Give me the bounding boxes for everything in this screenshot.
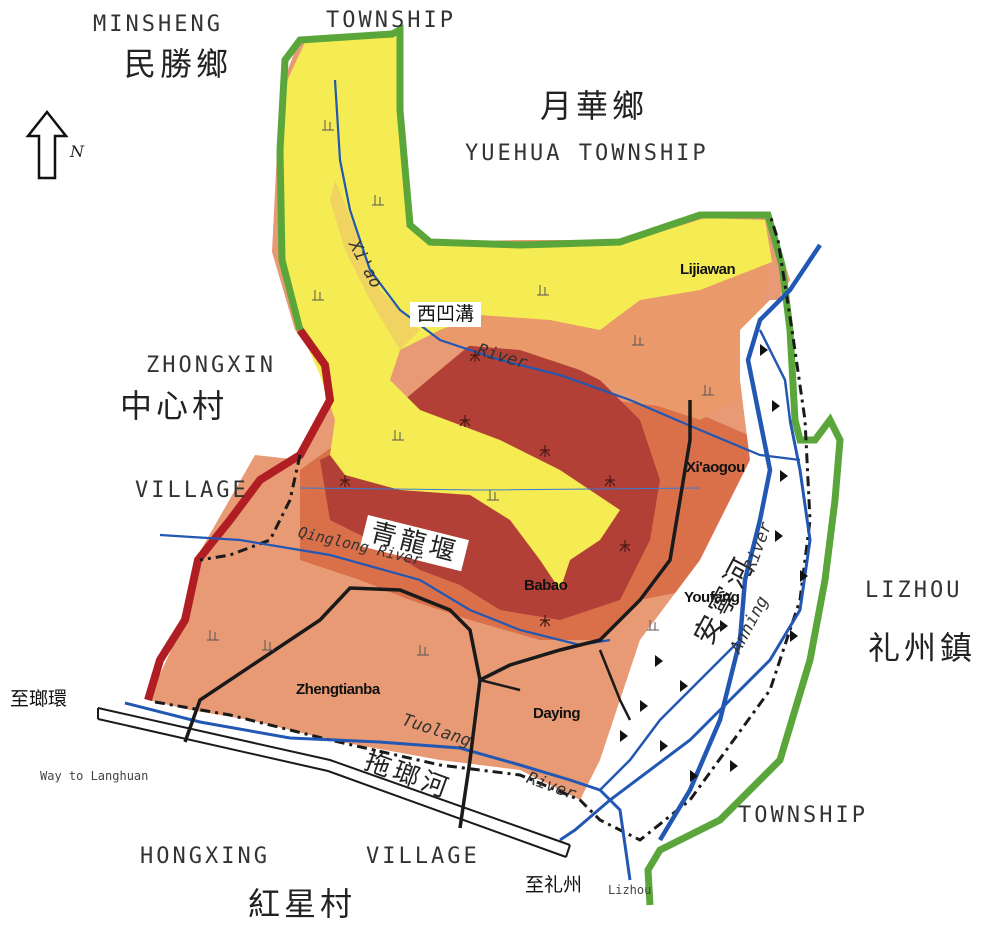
- qinglong-river: [159, 533, 611, 647]
- floodplain: [600, 300, 825, 860]
- township-top-label: TOWNSHIP: [326, 8, 456, 33]
- lizhou-small-label: Lizhou: [608, 883, 652, 897]
- place-xiaogou: Xi'aogou: [686, 459, 745, 476]
- township-right-label: TOWNSHIP: [738, 803, 868, 828]
- floodplain-markers: [620, 344, 808, 782]
- minsheng-zh-label: 民勝鄉: [124, 45, 233, 83]
- way-to-langhuan-label: Way to Langhuan: [40, 769, 149, 783]
- place-daying: Daying: [533, 705, 581, 722]
- boundary-dashed: [154, 214, 812, 842]
- north-arrow-icon: [25, 109, 69, 180]
- zhongxin-zh-label: 中心村: [120, 387, 229, 425]
- zhongxin-en-label: ZHONGXIN: [146, 353, 276, 378]
- anning-river-main: [658, 243, 822, 842]
- anning-river-branch-2: [599, 329, 792, 791]
- grass-symbols: [207, 120, 714, 656]
- village-left-label: VILLAGE: [135, 478, 249, 503]
- minsheng-label: MINSHENG: [93, 12, 223, 37]
- highway-end: [97, 708, 571, 858]
- highway-top: [97, 707, 571, 846]
- yuehua-en-label: YUEHUA TOWNSHIP: [465, 141, 709, 166]
- yuehua-zh-label: 月華鄉: [540, 87, 649, 125]
- hongxing-en-label: HONGXING: [140, 844, 270, 869]
- place-lijiawan: Lijiawan: [680, 261, 736, 278]
- xiao-river: [333, 79, 801, 462]
- highway-bottom: [97, 718, 567, 858]
- to-langhuan-zh-label: 至瑯環: [10, 688, 68, 710]
- hongxing-zh-label: 紅星村: [248, 885, 357, 923]
- anning-river-branch: [559, 419, 812, 842]
- place-zhengtianba: Zhengtianba: [296, 681, 380, 698]
- canal-line: [299, 487, 701, 491]
- road-main: [183, 400, 692, 829]
- place-babao: Babao: [524, 577, 568, 594]
- lizhou-en-label: LIZHOU: [865, 578, 963, 603]
- tree-symbols: [339, 350, 631, 627]
- boundary-red: [144, 327, 335, 702]
- to-lizhou-zh-label: 至礼州: [525, 874, 583, 896]
- xiao-gully-zh-label: 西凹溝: [410, 302, 482, 327]
- north-letter: N: [70, 142, 84, 161]
- road-branch: [479, 649, 632, 721]
- village-bottom-label: VILLAGE: [366, 844, 480, 869]
- place-youfang: Youfang: [684, 589, 740, 606]
- lizhou-zh-label: 礼州鎮: [868, 629, 977, 667]
